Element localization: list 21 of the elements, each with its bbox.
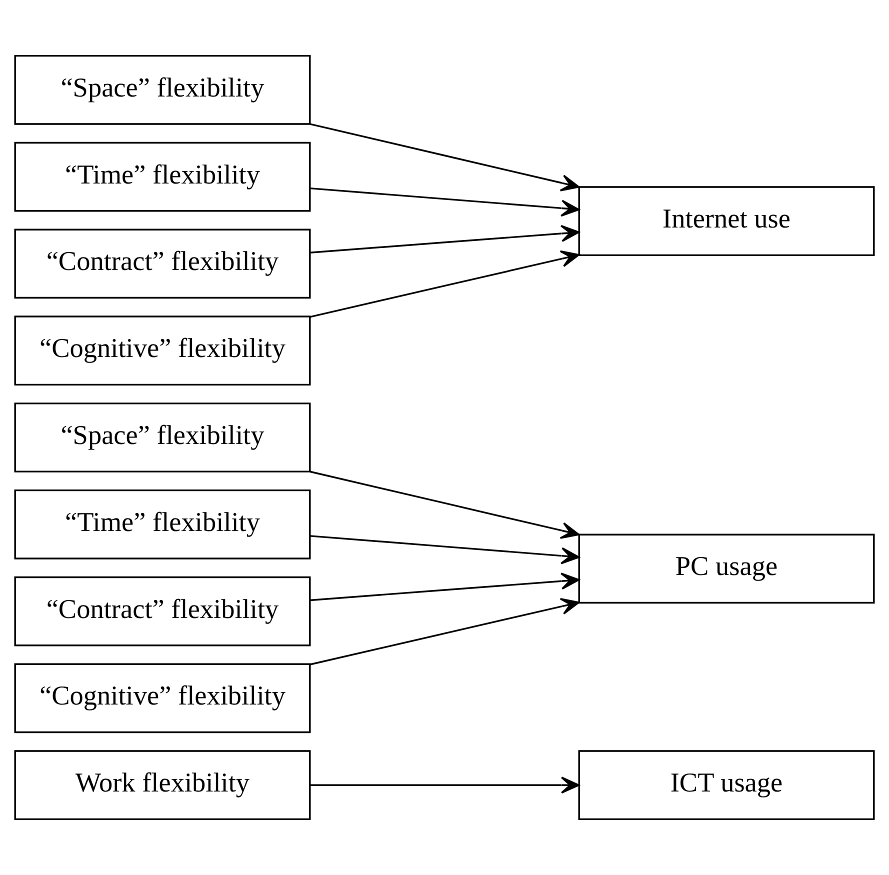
arrow: [310, 224, 580, 254]
node-box: “Space” flexibility: [14, 54, 311, 125]
node-box: Internet use: [578, 186, 875, 256]
arrow: [310, 123, 580, 192]
node-box: PC usage: [578, 534, 875, 604]
node-box: Work flexibility: [14, 750, 311, 820]
node-box: “Contract” flexibility: [14, 228, 311, 299]
node-box: “Cognitive” flexibility: [14, 316, 311, 386]
node-box: ICT usage: [578, 750, 875, 820]
node-box: “Time” flexibility: [14, 489, 311, 560]
node-box: “Cognitive” flexibility: [14, 663, 311, 734]
node-box: “Time” flexibility: [14, 142, 311, 212]
arrow: [310, 187, 580, 217]
arrow: [310, 470, 580, 539]
arrow: [310, 535, 580, 564]
arrow: [310, 250, 580, 318]
node-box: “Contract” flexibility: [14, 576, 311, 646]
arrow: [310, 572, 580, 602]
node-box: “Space” flexibility: [14, 402, 311, 472]
arrow: [310, 776, 580, 794]
arrow: [310, 598, 580, 666]
